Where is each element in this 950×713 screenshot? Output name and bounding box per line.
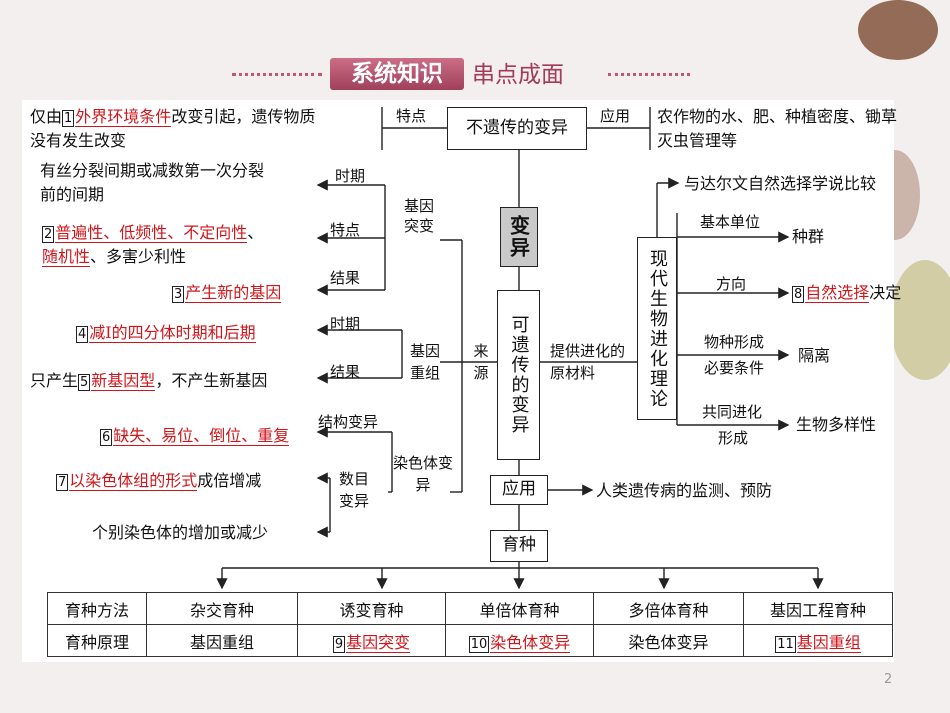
answer-5: 新基因型 xyxy=(91,371,156,391)
page-number: 2 xyxy=(884,672,893,687)
evolution-coevo-label2: 形成 xyxy=(718,429,749,447)
blank-number-9: 9 xyxy=(332,635,346,653)
table-cell: 多倍体育种 xyxy=(593,592,744,625)
breeding-box: 育种 xyxy=(490,530,548,562)
blank-number-6: 6 xyxy=(100,429,113,446)
header-dots-right xyxy=(608,73,690,80)
heritable-box: 可遗传的变异 xyxy=(497,290,540,460)
answer-4: 减Ⅰ的四分体时期和后期 xyxy=(89,323,256,343)
evolution-coevo-label1: 共同进化 xyxy=(702,403,763,421)
chromosome-label: 染色体变异 xyxy=(393,454,454,494)
answer-1: 外界环境条件 xyxy=(75,107,172,127)
nonheritable-box: 不遗传的变异 xyxy=(447,107,587,150)
evolution-direction-label: 方向 xyxy=(716,275,747,293)
blank-number-10: 10 xyxy=(468,635,490,653)
table-cell: 育种方法 xyxy=(47,592,147,625)
background-flower-shape xyxy=(890,260,950,380)
table-cell: 基因工程育种 xyxy=(743,592,893,625)
blank-number-11: 11 xyxy=(775,635,796,653)
evolution-unit-value: 种群 xyxy=(792,227,825,246)
table-cell: 杂交育种 xyxy=(146,592,298,625)
gene-mutation-feature-label: 特点 xyxy=(330,221,361,239)
answer-9: 基因突变 xyxy=(346,632,411,653)
answer-11: 基因重组 xyxy=(796,632,861,653)
table-cell: 育种原理 xyxy=(47,624,147,657)
table-row: 育种方法 杂交育种 诱变育种 单倍体育种 多倍体育种 基因工程育种 xyxy=(47,592,893,625)
gene-mutation-period-label: 时期 xyxy=(335,167,366,185)
answer-8: 自然选择 xyxy=(805,283,870,303)
chromosome-number-line2: 个别染色体的增加或减少 xyxy=(92,523,269,542)
chromosome-number-label: 数目变异 xyxy=(338,470,369,510)
evolution-compare-text: 与达尔文自然选择学说比较 xyxy=(684,174,877,193)
background-flower-shape xyxy=(858,0,938,60)
evolution-unit-label: 基本单位 xyxy=(700,213,761,231)
breeding-table: 育种方法 杂交育种 诱变育种 单倍体育种 多倍体育种 基因工程育种 育种原理 基… xyxy=(47,592,893,657)
recombination-result-label: 结果 xyxy=(330,363,361,381)
recombination-period-label: 时期 xyxy=(330,315,361,333)
answer-7: 以染色体组的形式 xyxy=(69,471,198,491)
header-dots-left xyxy=(232,73,322,80)
nonheritable-feature-label: 特点 xyxy=(396,107,427,125)
nonheritable-application-line2: 灭虫管理等 xyxy=(657,131,738,150)
evolution-species-label2: 必要条件 xyxy=(704,359,765,377)
header-title: 系统知识 xyxy=(330,58,464,90)
chromosome-structure-label: 结构变异 xyxy=(318,413,379,431)
evolution-species-label1: 物种形成 xyxy=(704,333,765,351)
blank-number-7: 7 xyxy=(56,474,69,491)
answer-2a: 普遍性、低频性、不定向性 xyxy=(55,223,248,243)
gene-mutation-period-text: 有丝分裂间期或减数第一次分裂 xyxy=(40,161,265,180)
blank-number-3: 3 xyxy=(172,286,185,303)
gene-mutation-period-line2: 前的间期 xyxy=(40,185,105,204)
source-label: 来源 xyxy=(473,342,489,382)
evolution-material-text: 提供进化的原材料 xyxy=(550,342,626,382)
answer-2b: 随机性 xyxy=(42,247,91,267)
blank-number-2: 2 xyxy=(42,226,55,243)
gene-mutation-feature-line2: 随机性、多害少利性 xyxy=(42,247,187,267)
application-box: 应用 xyxy=(490,475,548,505)
blank-number-4: 4 xyxy=(76,326,89,343)
answer-6: 缺失、易位、倒位、重复 xyxy=(113,426,290,446)
header-subtitle: 串点成面 xyxy=(472,62,564,88)
table-cell: 基因重组 xyxy=(146,624,298,657)
table-cell: 诱变育种 xyxy=(297,592,446,625)
table-cell: 单倍体育种 xyxy=(445,592,594,625)
nonheritable-feature-line2: 没有发生改变 xyxy=(30,131,127,150)
table-cell: 染色体变异 xyxy=(593,624,744,657)
variation-box: 变异 xyxy=(500,207,538,267)
blank-number-1: 1 xyxy=(62,110,75,127)
evolution-theory-box: 现代生物进化理论 xyxy=(637,237,677,420)
recombination-label: 基因重组 xyxy=(410,342,441,382)
evolution-coevo-value: 生物多样性 xyxy=(796,415,877,434)
gene-mutation-result-label: 结果 xyxy=(330,269,361,287)
evolution-species-value: 隔离 xyxy=(798,346,831,365)
blank-number-8: 8 xyxy=(792,286,805,303)
nonheritable-application-line1: 农作物的水、肥、种植密度、锄草 xyxy=(657,107,898,126)
gene-mutation-label: 基因突变 xyxy=(403,197,434,235)
blank-number-5: 5 xyxy=(78,374,91,391)
answer-10: 染色体变异 xyxy=(490,632,571,653)
answer-3: 产生新的基因 xyxy=(185,283,282,303)
nonheritable-application-label: 应用 xyxy=(600,107,631,125)
application-text: 人类遗传病的监测、预防 xyxy=(596,481,773,500)
